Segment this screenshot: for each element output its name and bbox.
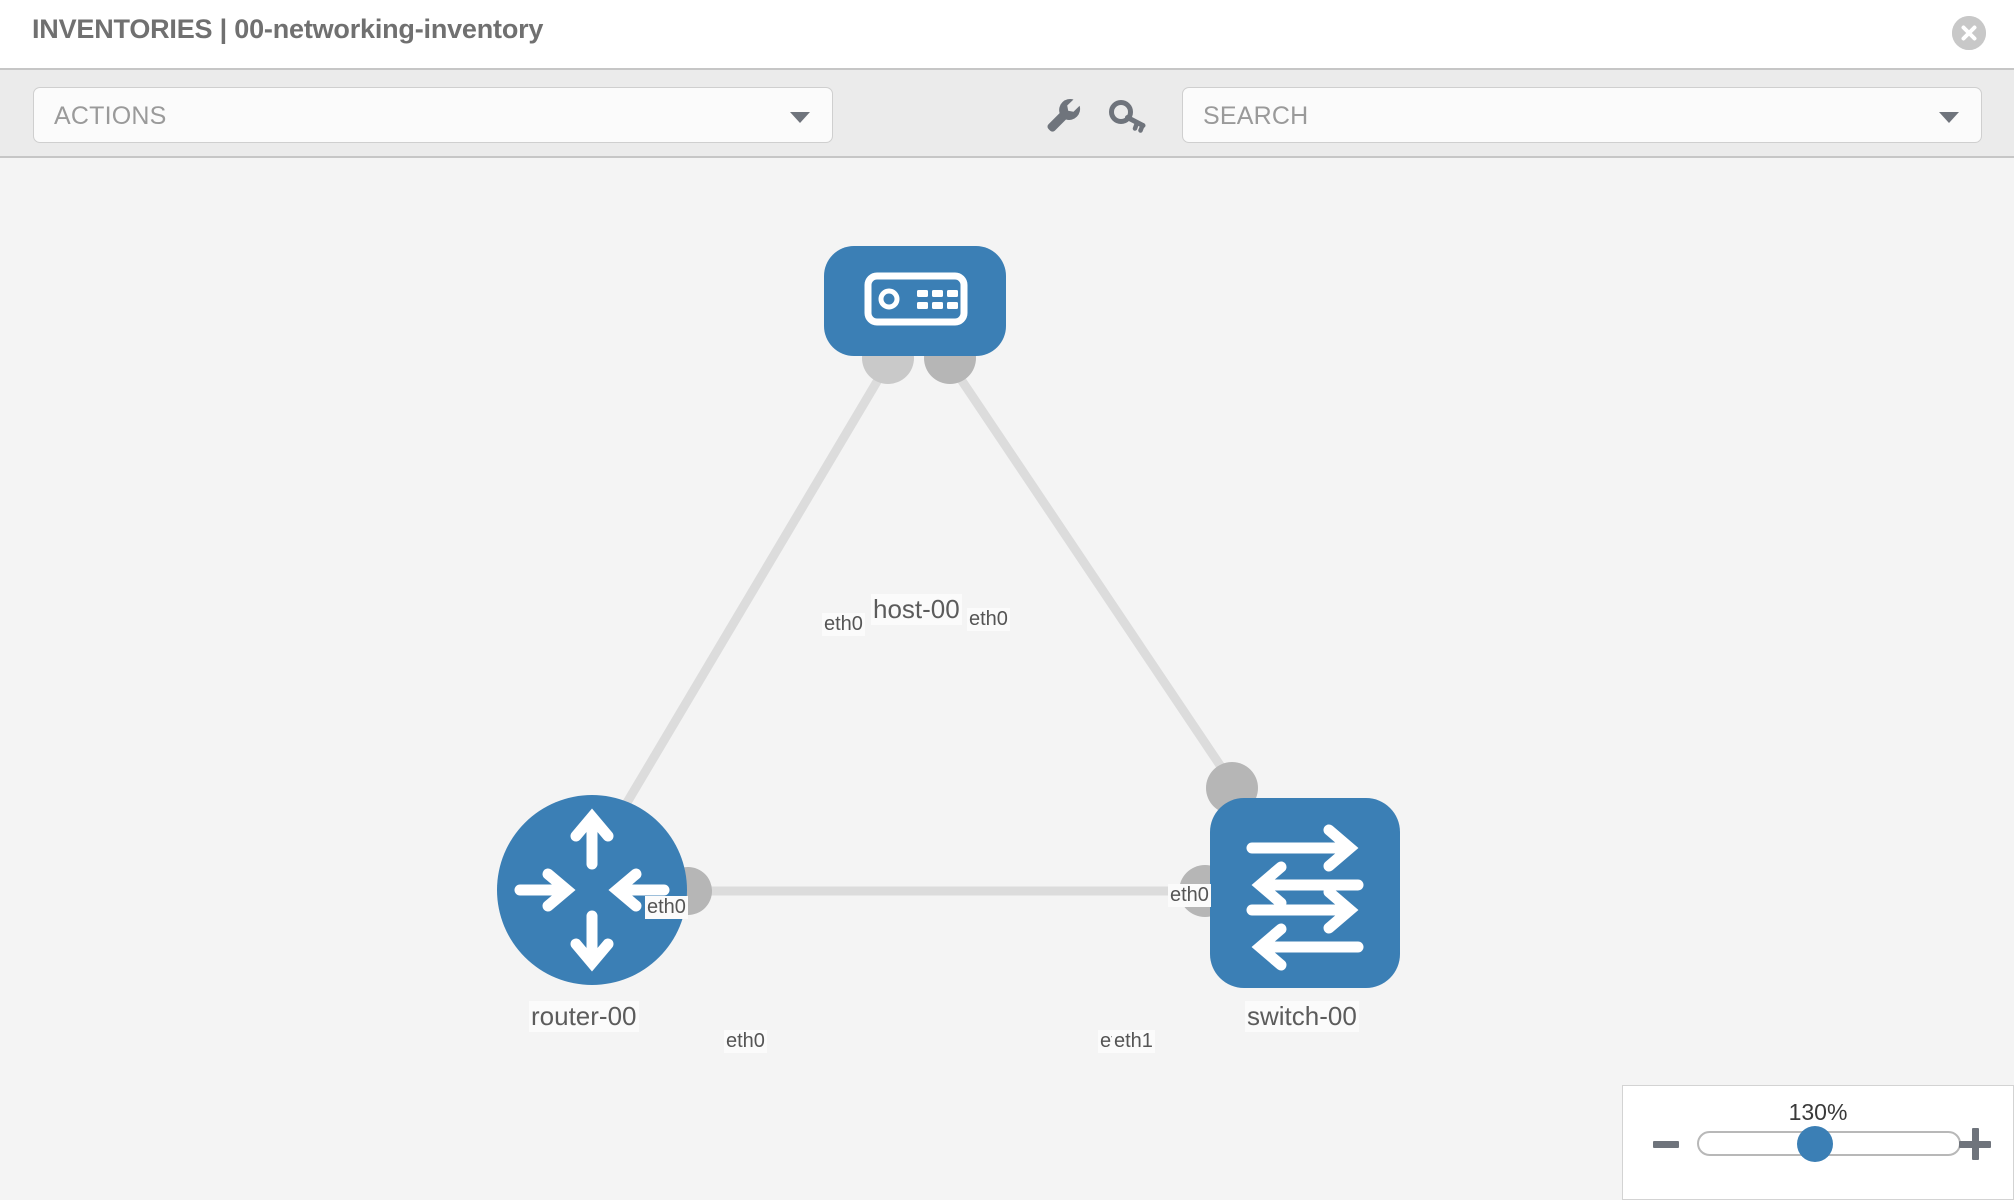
topology-toolbar: ACTIONS SEARCH	[0, 68, 2014, 158]
node-switch-00	[1210, 798, 1400, 988]
zoom-slider-thumb[interactable]	[1797, 1126, 1833, 1162]
node-label-switch: switch-00	[1245, 1001, 1359, 1032]
node-host-00	[824, 246, 1006, 356]
zoom-out-button[interactable]	[1653, 1141, 1679, 1148]
actions-dropdown-label: ACTIONS	[54, 102, 167, 130]
node-label-router: router-00	[529, 1001, 639, 1032]
topology-graph	[497, 246, 1400, 988]
topology-canvas[interactable]: host-00 router-00 switch-00 eth0 eth0 et…	[0, 158, 2014, 1200]
page-header: INVENTORIES | 00-networking-inventory	[0, 0, 2014, 68]
zoom-in-button[interactable]	[1959, 1128, 1991, 1160]
iface-label-host-right: eth0	[967, 608, 1010, 631]
chevron-down-icon	[790, 112, 810, 123]
link-host-switch	[946, 360, 1246, 801]
actions-dropdown[interactable]: ACTIONS	[33, 87, 833, 143]
zoom-percent-label: 130%	[1788, 1099, 1848, 1125]
link-host-router	[596, 360, 892, 851]
search-input[interactable]: SEARCH	[1182, 87, 1982, 143]
wrench-icon[interactable]	[1038, 92, 1084, 138]
iface-label-router-right: eth0	[724, 1030, 767, 1053]
close-icon[interactable]	[1952, 16, 1986, 50]
zoom-control-panel: 130%	[1622, 1085, 2014, 1200]
key-icon[interactable]	[1106, 92, 1152, 138]
node-router-00	[497, 795, 687, 985]
iface-label-router-upper: eth0	[645, 896, 688, 919]
search-placeholder: SEARCH	[1203, 102, 1309, 130]
page-title: INVENTORIES | 00-networking-inventory	[32, 14, 544, 44]
iface-label-host-left: eth0	[822, 613, 865, 636]
iface-label-switch-left: eth1	[1112, 1030, 1155, 1053]
node-label-host: host-00	[871, 594, 962, 625]
chevron-down-icon	[1939, 112, 1959, 123]
iface-label-switch-upper: eth0	[1168, 884, 1211, 907]
